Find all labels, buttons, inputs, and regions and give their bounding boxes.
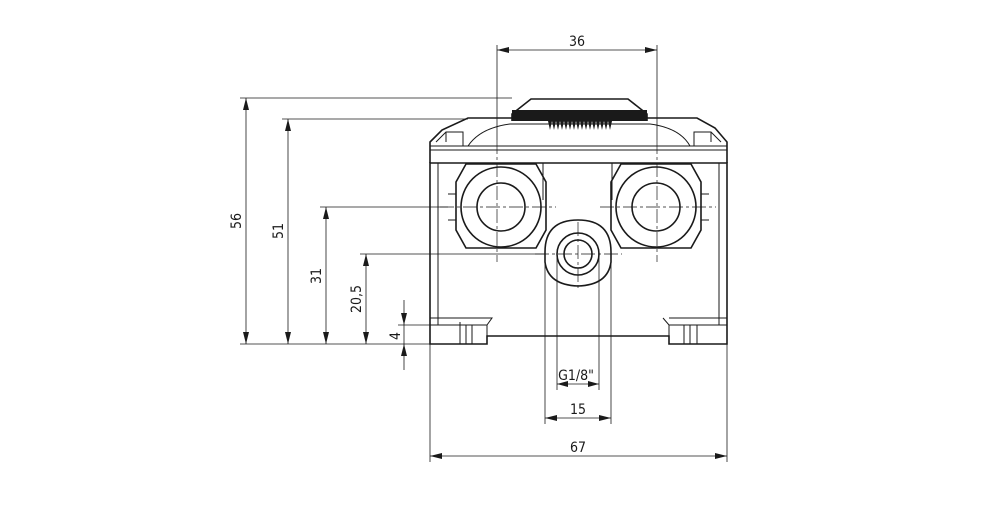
foot-left [430,317,493,344]
dim-20-5-label: 20,5 [349,285,365,313]
foot-right [662,317,728,344]
port-center-thread-arc [556,232,579,255]
cap-inner-curve [467,123,691,147]
dim-51-arrow-top [285,119,291,131]
center-lines [440,140,716,290]
cap-corner-left [435,131,464,146]
body-outline [429,162,728,345]
dim-67-arrow-right [715,453,727,459]
dim-56-arrow-bottom [243,332,249,344]
dim-20-5-arrow-bottom [363,332,369,344]
dimension-31: 31 [309,206,448,344]
knurled-knob [511,98,648,130]
dimension-36: 36 [496,34,658,140]
dim-36-label: 36 [569,34,585,50]
port-right-hex [610,163,702,249]
dim-15-label: 15 [570,402,586,418]
dim-67-arrow-left [430,453,442,459]
dim-4-arrow-bottom [401,344,407,356]
knob-knurl-band [512,110,647,121]
port-left-hex [455,163,547,249]
dimension-15: 15 [544,262,612,424]
dimension-51: 51 [271,118,468,344]
dimension-67: 67 [429,344,728,462]
dim-15-arrow-right [599,415,611,421]
dim-thread-label: G1/8" [558,368,594,384]
dim-20-5-arrow-top [363,254,369,266]
dim-51-label: 51 [271,223,287,239]
dim-15-arrow-left [545,415,557,421]
dim-31-arrow-bottom [323,332,329,344]
dim-thread-arrow-left [557,381,568,387]
dim-36-arrow-left [497,47,509,53]
dimension-56: 56 [229,97,512,345]
dim-56-arrow-top [243,98,249,110]
dimension-thread: G1/8" [556,254,600,390]
cap-corner-right [693,131,722,146]
valve-body [429,162,728,345]
dim-4-arrow-top [401,313,407,325]
dim-51-arrow-bottom [285,332,291,344]
dim-4-label: 4 [388,332,404,340]
dimension-4: 4 [388,300,430,370]
knob-knurl-teeth [548,121,612,130]
dim-67-label: 67 [570,440,586,456]
dimension-20-5: 20,5 [349,253,545,344]
dim-thread-arrow-right [588,381,599,387]
dim-31-arrow-top [323,207,329,219]
dim-31-label: 31 [309,268,325,284]
dim-56-label: 56 [229,213,245,229]
dim-36-arrow-right [645,47,657,53]
port-right [610,163,709,249]
